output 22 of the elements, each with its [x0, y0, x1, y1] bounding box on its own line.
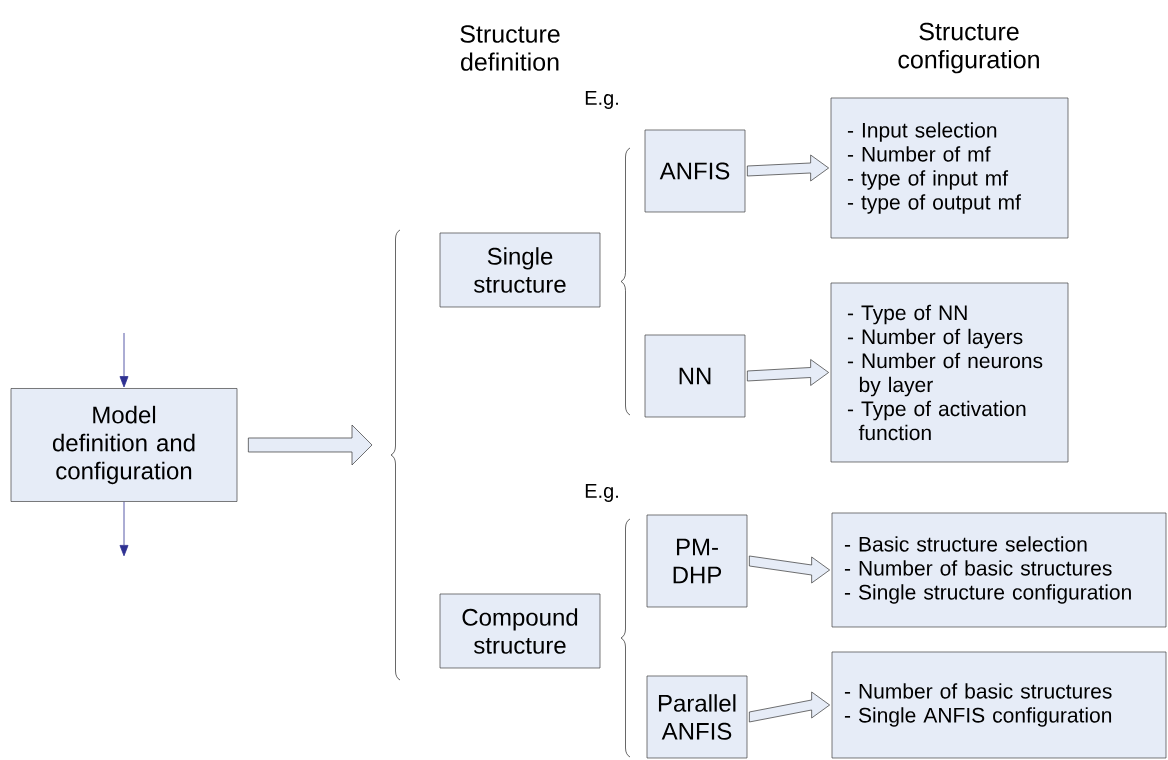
- configuration-box: - Type of NN - Number of layers - Number of neurons by layer - Type of activation function: [830, 282, 1069, 463]
- example-label: E.g.: [585, 484, 618, 502]
- configuration-box: - Input selection - Number of mf - type of input mf - type of output mf: [830, 97, 1069, 239]
- column-heading: Structure configuration: [898, 22, 1039, 74]
- arrow: [119, 501, 129, 557]
- arrow: [119, 332, 129, 388]
- column-heading: Structure definition: [460, 25, 560, 71]
- block-arrow: [248, 424, 373, 466]
- block-arrow: [749, 691, 830, 723]
- block-arrow: [747, 359, 829, 386]
- example-label: E.g.: [585, 91, 618, 109]
- process-box: NN: [644, 334, 746, 418]
- process-box: PM-DHP: [646, 514, 748, 608]
- block-arrow: [749, 555, 830, 584]
- process-box: Model definition and configuration: [10, 388, 238, 502]
- process-box: Single structure: [439, 232, 601, 308]
- process-box: Parallel ANFIS: [646, 675, 748, 759]
- configuration-box: - Basic structure selection - Number of basic structures - Single structure configuration: [831, 512, 1167, 628]
- block-arrow: [747, 154, 829, 182]
- process-box: ANFIS: [644, 129, 746, 213]
- configuration-box: - Number of basic structures - Single ANFIS configuration: [831, 651, 1167, 759]
- process-box: Compound structure: [439, 593, 601, 669]
